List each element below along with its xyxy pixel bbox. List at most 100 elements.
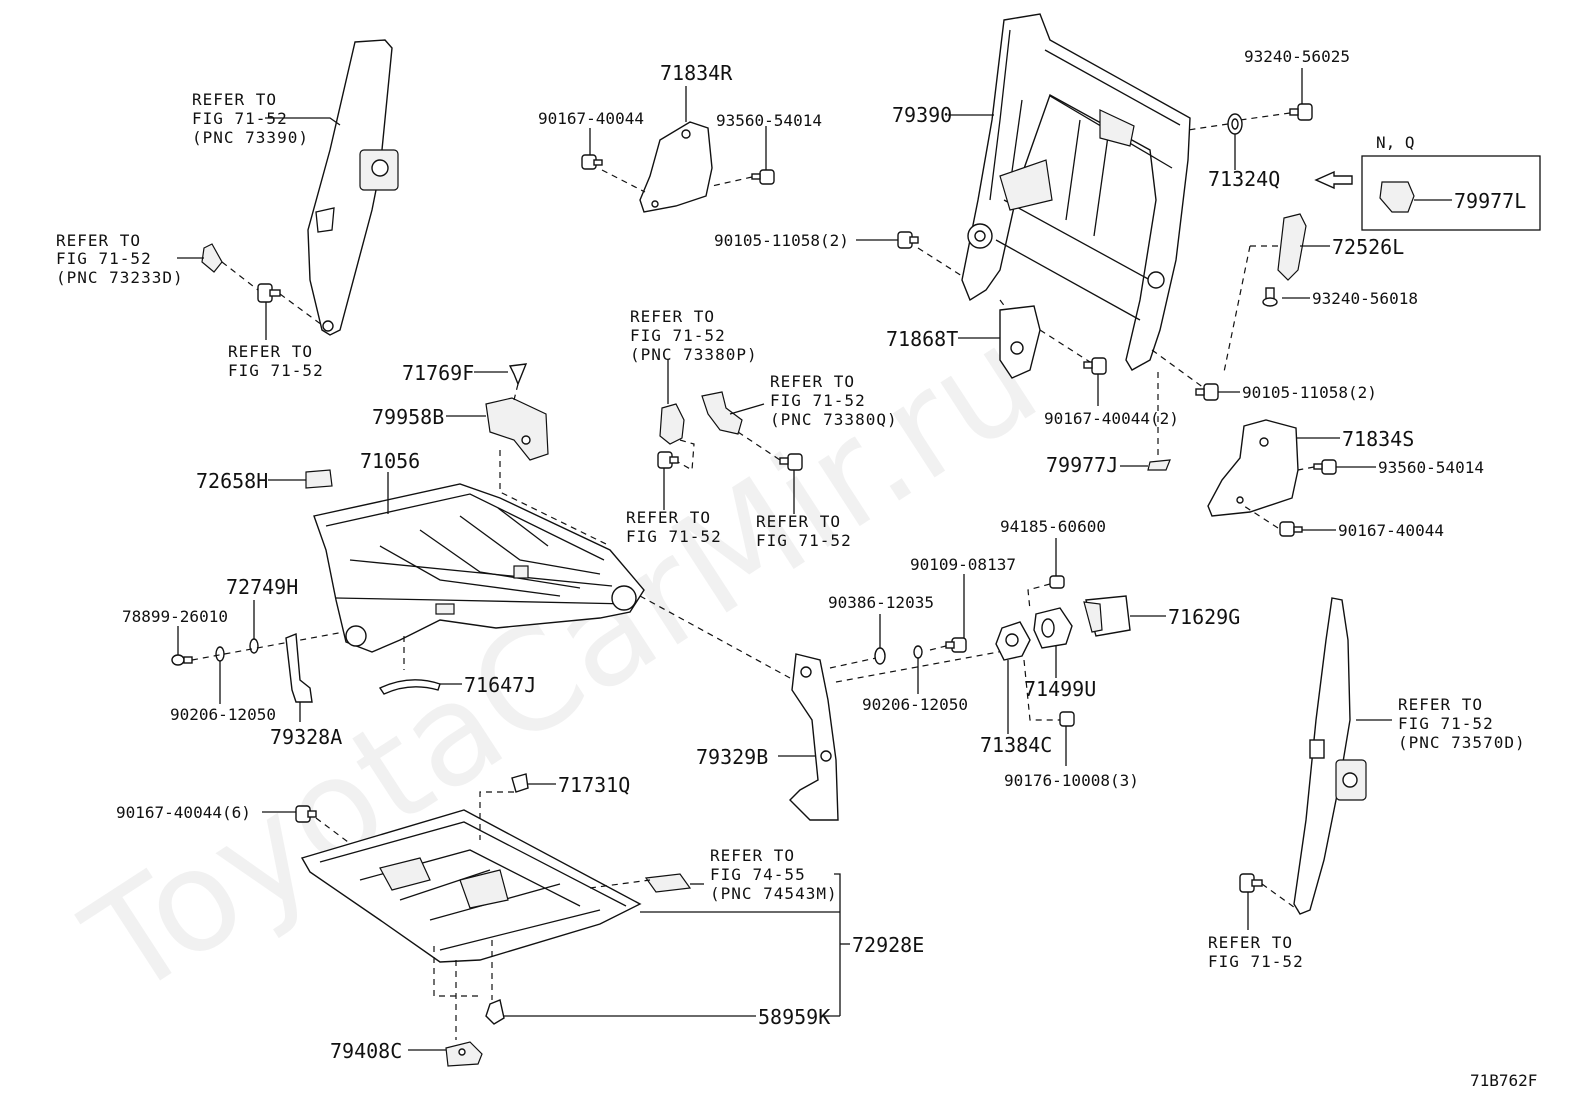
label-71769f: 71769F: [402, 361, 474, 385]
recliner-plate-79329b: [789, 653, 839, 821]
label-90176-10008: 90176-10008(3): [1004, 771, 1139, 790]
ref-line: REFER TO: [228, 342, 313, 361]
ref-line: (PNC 74543M): [710, 884, 838, 903]
bolt-left: [257, 283, 281, 303]
bolt-buckle-right: [779, 453, 803, 471]
buckle-73380p: [659, 403, 685, 445]
label-79977l: 79977L: [1454, 189, 1526, 213]
label-90167-40044-right: 90167-40044: [1338, 521, 1444, 540]
variant-box-title: N, Q: [1376, 133, 1415, 152]
ref-line: REFER TO: [56, 231, 141, 250]
label-90167-40044-6: 90167-40044(6): [116, 803, 251, 822]
ref-line: FIG 71-52: [1398, 714, 1494, 733]
screw-93560-right: [1313, 459, 1337, 475]
label-71868t: 71868T: [886, 327, 958, 351]
label-90167-40044-2: 90167-40044(2): [1044, 409, 1179, 428]
clip-58959k: [485, 999, 505, 1025]
ref-line: REFER TO: [630, 307, 715, 326]
label-72526l: 72526L: [1332, 235, 1404, 259]
nut-90176: [1059, 711, 1075, 727]
screw-90167-2: [1083, 357, 1107, 375]
label-90206-12050-mid: 90206-12050: [862, 695, 968, 714]
refer-block-7: REFER TO FIG 71-52: [756, 512, 852, 550]
label-72928e: 72928E: [852, 933, 924, 957]
recliner-71384c: [995, 621, 1031, 661]
ref-line: REFER TO: [626, 508, 711, 527]
ref-line: REFER TO: [756, 512, 841, 531]
bolt-belt-right: [1239, 873, 1263, 893]
ref-line: REFER TO: [192, 90, 277, 109]
refer-block-9: REFER TO FIG 71-52: [1208, 933, 1303, 971]
ref-line: FIG 71-52: [756, 531, 852, 550]
ref-line: FIG 71-52: [228, 361, 324, 380]
ref-line: FIG 71-52: [770, 391, 866, 410]
ref-line: REFER TO: [710, 846, 795, 865]
cover-72526l: [1277, 213, 1307, 281]
label-90167-40044-top: 90167-40044: [538, 109, 644, 128]
cover-71834r: [639, 121, 713, 213]
nut-94185: [1049, 575, 1065, 589]
label-90206-12050-left: 90206-12050: [170, 705, 276, 724]
label-79408c: 79408C: [330, 1039, 402, 1063]
ref-line: FIG 71-52: [56, 249, 152, 268]
label-71324q: 71324Q: [1208, 167, 1280, 191]
bracket-79958b: [485, 397, 549, 461]
label-71834s: 71834S: [1342, 427, 1414, 451]
label-90109-08137: 90109-08137: [910, 555, 1016, 574]
ref-line: FIG 71-52: [630, 326, 726, 345]
pad-74543m: [644, 873, 692, 893]
refer-block-5: REFER TO FIG 71-52 (PNC 73380Q): [770, 372, 897, 429]
bracket-79328a: [285, 632, 313, 703]
ref-line: FIG 74-55: [710, 865, 806, 884]
refer-block-6: REFER TO FIG 71-52: [626, 508, 722, 546]
label-90386-12035: 90386-12035: [828, 593, 934, 612]
refer-block-2: REFER TO FIG 71-52 (PNC 73233D): [56, 231, 184, 287]
label-90105-11058-left: 90105-11058(2): [714, 231, 849, 250]
washer-90386: [874, 647, 886, 665]
variant-box: [1361, 155, 1541, 231]
seat-belt-left-illustration: [307, 39, 399, 336]
screw-90167-6: [295, 805, 317, 823]
ref-line: REFER TO: [1398, 695, 1483, 714]
label-90105-11058-right: 90105-11058(2): [1242, 383, 1377, 402]
ref-line: FIG 71-52: [626, 527, 722, 546]
refer-block-1: REFER TO FIG 71-52 (PNC 73390): [192, 90, 309, 147]
ref-line: (PNC 73390): [192, 128, 309, 147]
handle-71629g: [1083, 595, 1131, 637]
refer-block-10: REFER TO FIG 74-55 (PNC 74543M): [710, 846, 838, 903]
buckle-73380q: [701, 391, 743, 435]
label-71647j: 71647J: [464, 673, 536, 697]
anchor-cover-left: [201, 243, 223, 273]
label-93560-54014-top: 93560-54014: [716, 111, 822, 130]
ref-line: REFER TO: [1208, 933, 1293, 952]
screw-93240-56018: [1262, 287, 1278, 307]
screw-90167-top: [581, 154, 603, 170]
grommet-71324q: [1227, 113, 1243, 135]
seatback-frame-79390: [961, 13, 1191, 371]
bolt-buckle-left: [657, 451, 679, 469]
label-71731q: 71731Q: [558, 773, 630, 797]
label-72658h: 72658H: [196, 469, 268, 493]
label-58959k: 58959K: [758, 1005, 830, 1029]
clip-71731q: [511, 773, 529, 793]
label-71499u: 71499U: [1024, 677, 1096, 701]
refer-block-3: REFER TO FIG 71-52: [228, 342, 324, 380]
screw-93560-top: [751, 169, 775, 185]
bracket-79408c: [445, 1041, 483, 1067]
pad-72658h: [305, 469, 333, 489]
nut-93240-56025: [1289, 103, 1313, 121]
label-94185-60600: 94185-60600: [1000, 517, 1106, 536]
label-79329b: 79329B: [696, 745, 768, 769]
seat-belt-right-illustration: [1293, 597, 1367, 915]
label-78899-26010: 78899-26010: [122, 607, 228, 626]
strap-71647j: [378, 679, 441, 695]
ref-line: (PNC 73233D): [56, 268, 184, 287]
arrow-icon: [1314, 170, 1353, 190]
label-93560-54014-right: 93560-54014: [1378, 458, 1484, 477]
label-93240-56018: 93240-56018: [1312, 289, 1418, 308]
refer-block-8: REFER TO FIG 71-52 (PNC 73570D): [1398, 695, 1525, 752]
bolt-90105-right: [1195, 383, 1219, 401]
label-79390: 79390: [892, 103, 952, 127]
part-labels: 71834R 90167-40044 93560-54014 79390 932…: [116, 47, 1537, 1090]
